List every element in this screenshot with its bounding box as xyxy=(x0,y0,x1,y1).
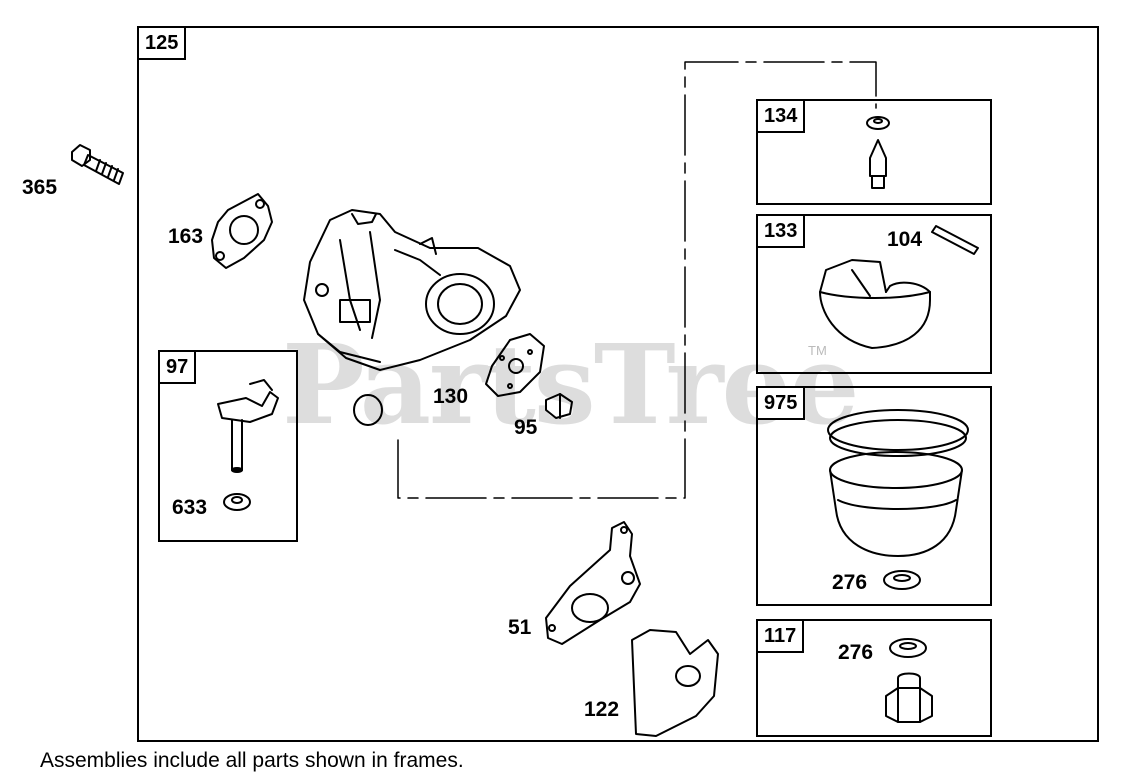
washer-276-lower-icon xyxy=(889,638,927,658)
frame-125: 125 xyxy=(137,26,1099,742)
part-122-label: 122 xyxy=(584,698,620,721)
part-365-label: 365 xyxy=(22,176,58,199)
frame-97: 97 xyxy=(158,350,298,542)
float-133-icon xyxy=(819,259,931,349)
frame-134: 134 xyxy=(756,99,992,205)
part-51-label: 51 xyxy=(508,616,532,639)
frame-134-tag: 134 xyxy=(758,101,806,133)
screw-95-icon xyxy=(545,393,573,419)
frame-117: 117 xyxy=(756,619,992,737)
frame-133: 133 xyxy=(756,214,992,374)
pin-104-icon xyxy=(931,225,979,255)
frame-117-tag: 117 xyxy=(758,621,805,653)
shaft-97-icon xyxy=(217,379,279,473)
carburetor-icon xyxy=(303,209,521,371)
leader-line xyxy=(397,61,877,499)
plate-130-icon xyxy=(485,333,545,397)
needle-134-icon xyxy=(866,116,890,189)
part-95-label: 95 xyxy=(514,416,538,439)
gasket-163-icon xyxy=(211,193,273,269)
insulator-122-icon xyxy=(631,629,719,737)
bowl-nut-117-icon xyxy=(885,672,933,723)
part-130-label: 130 xyxy=(433,385,469,408)
frame-125-tag: 125 xyxy=(139,28,187,60)
bowl-975-icon xyxy=(827,409,969,557)
plug-icon xyxy=(353,394,383,426)
part-633-label: 633 xyxy=(172,496,208,519)
washer-633-icon xyxy=(223,493,251,511)
trademark: TM xyxy=(808,343,827,358)
part-276-label: 276 xyxy=(832,571,868,594)
footer-note: Assemblies include all parts shown in fr… xyxy=(40,749,464,772)
part-163-label: 163 xyxy=(168,225,204,248)
bolt-365-icon xyxy=(71,144,124,185)
frame-975: 975 xyxy=(756,386,992,606)
part-276-lower-label: 276 xyxy=(838,641,874,664)
gasket-51-icon xyxy=(545,521,641,645)
frame-975-tag: 975 xyxy=(758,388,806,420)
frame-97-tag: 97 xyxy=(160,352,197,384)
frame-133-tag: 133 xyxy=(758,216,806,248)
washer-276-icon xyxy=(883,570,921,590)
part-104-label: 104 xyxy=(887,228,923,251)
